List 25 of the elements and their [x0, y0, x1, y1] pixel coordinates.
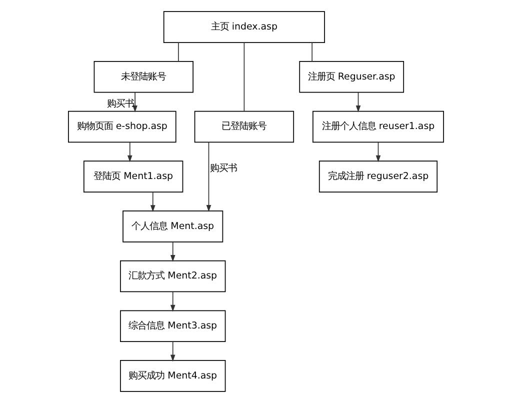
node-box: 购物页面 e-shop.asp [68, 110, 176, 143]
node-box: 汇款方式 Ment2.asp [120, 260, 226, 292]
arrow [150, 192, 155, 212]
arrow [132, 92, 137, 112]
arrow [170, 341, 175, 362]
edge-label: 购买书 [209, 163, 236, 174]
connector [243, 42, 244, 112]
arrow [126, 142, 132, 162]
arrow [355, 92, 360, 112]
arrow [170, 241, 175, 262]
node-box: 登陆页 Ment1.asp [82, 160, 183, 192]
node-box: 完成注册 reguser2.asp [318, 160, 438, 192]
node-box: 未登陆账号 [93, 61, 193, 93]
node-box: 主页 index.asp [162, 11, 324, 43]
node-box: 个人信息 Ment.asp [122, 210, 223, 242]
node-box: 已登陆账号 [194, 110, 294, 143]
node-box: 综合信息 Ment3.asp [120, 310, 226, 342]
node-box: 购买成功 Ment4.asp [120, 360, 226, 392]
node-box: 注册个人信息 reuser1.asp [312, 110, 444, 143]
arrow [206, 142, 211, 212]
node-box: 注册页 Reguser.asp [298, 61, 404, 93]
edge-label: 购买书 [106, 98, 134, 110]
connector [311, 42, 312, 62]
arrow [170, 291, 175, 312]
arrow [375, 142, 380, 162]
